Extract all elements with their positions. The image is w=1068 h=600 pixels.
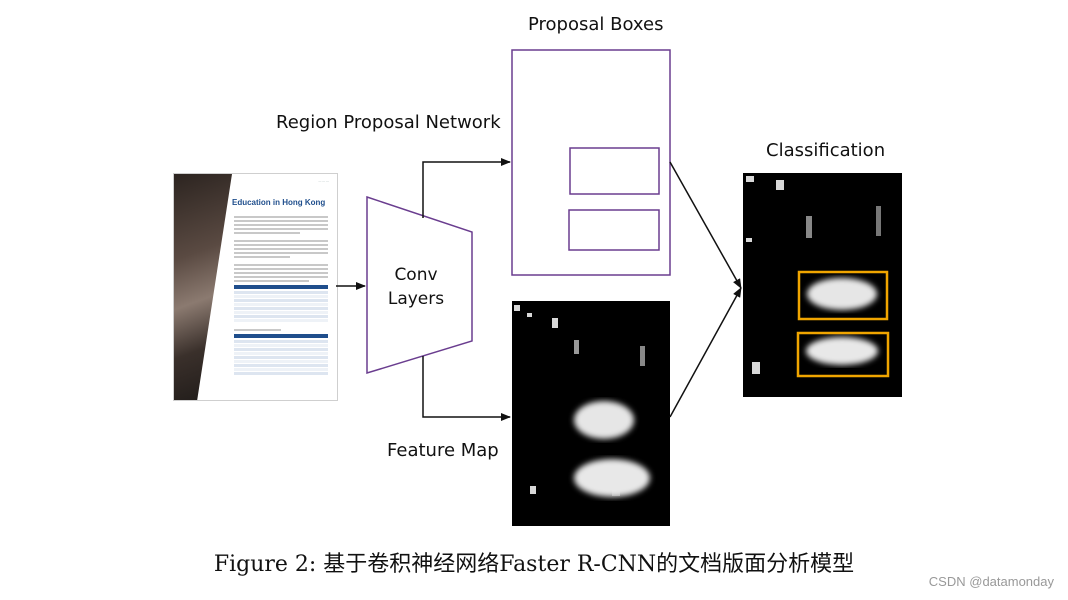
proposal-boxes-panel xyxy=(511,49,671,276)
conv-label-line2: Layers xyxy=(387,289,445,309)
feature-map-image xyxy=(512,301,670,526)
proposal-boxes-label: Proposal Boxes xyxy=(528,14,664,35)
conv-label-line1: Conv xyxy=(394,265,438,285)
feature-map-label: Feature Map xyxy=(387,440,499,461)
document-thumbnail-icon: — — — Education in Hong Kong xyxy=(173,173,338,401)
arrow-proposals-to-classification xyxy=(669,161,742,289)
watermark: CSDN @datamonday xyxy=(928,574,1054,589)
region-proposal-network-label: Region Proposal Network xyxy=(276,112,501,133)
conv-layers-block xyxy=(366,195,473,375)
proposal-box-1 xyxy=(569,147,660,195)
classification-image xyxy=(743,173,902,397)
figure-caption: Figure 2: 基于卷积神经网络Faster R-CNN的文档版面分析模型 xyxy=(213,552,855,577)
classification-label: Classification xyxy=(766,140,886,161)
arrow-feature-map-to-classification xyxy=(669,287,742,418)
detection-box-1 xyxy=(797,270,889,321)
detection-box-2 xyxy=(796,331,890,378)
arrow-conv-to-proposals xyxy=(422,158,511,218)
proposal-box-2 xyxy=(568,209,660,251)
conv-layers-label: Conv Layers xyxy=(363,263,469,311)
arrow-conv-to-feature-map xyxy=(422,356,511,421)
doc-title: Education in Hong Kong xyxy=(232,198,326,207)
doc-text-lines xyxy=(234,216,328,376)
doc-header-mark: — — — xyxy=(318,179,329,183)
